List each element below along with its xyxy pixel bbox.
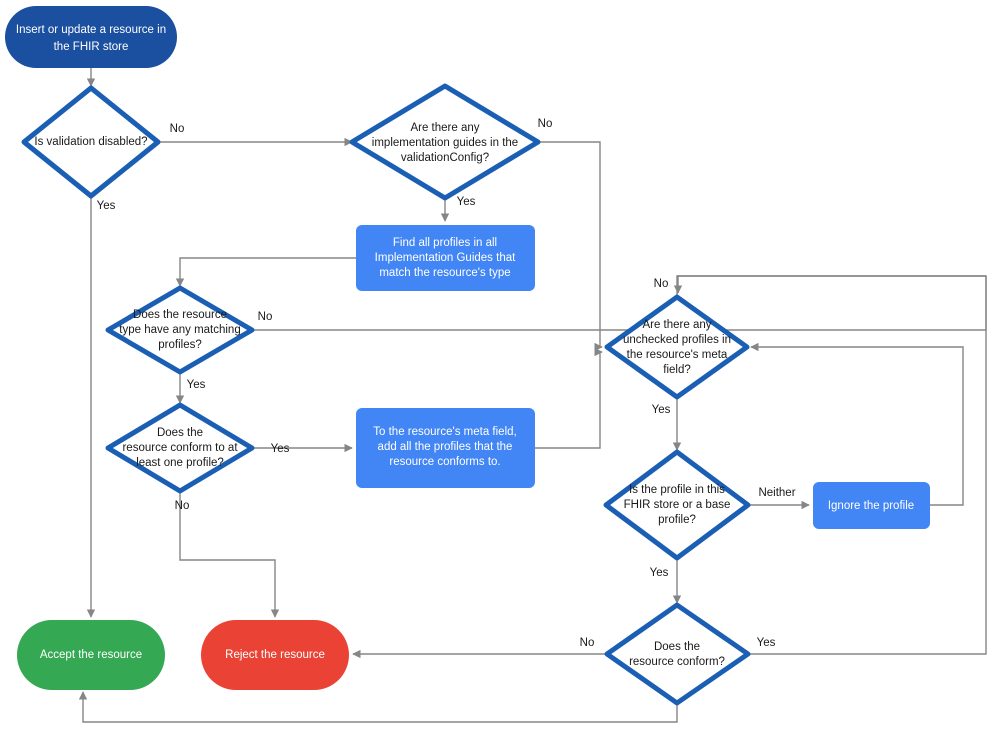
validation-disabled-label: Is validation disabled? xyxy=(34,136,147,148)
node-accept[interactable]: Accept the resource xyxy=(17,620,165,690)
conform-one-profile-diamond xyxy=(105,402,255,494)
reject-node-label: Reject the resource xyxy=(225,649,325,661)
node-profile-in-store[interactable]: Is the profile in this FHIR store or a b… xyxy=(603,449,751,561)
node-matching-profiles[interactable]: Does the resource type have any matching… xyxy=(105,285,255,375)
edge-label-conform-no: No xyxy=(580,637,595,649)
implementation-guides-diamond xyxy=(349,83,541,201)
edge-conform-one-no xyxy=(179,493,280,618)
matching-profiles-diamond xyxy=(105,285,255,375)
implementation-guides-line-1: Are there any xyxy=(410,122,479,134)
edge-add-meta-to-unchecked xyxy=(535,347,603,449)
unchecked-profiles-line-3: the resource's meta xyxy=(627,349,728,361)
node-start[interactable]: Insert or update a resource in the FHIR … xyxy=(5,6,177,68)
resource-conform-line-1: Does the xyxy=(654,641,700,653)
start-node-line-2: the FHIR store xyxy=(54,41,129,53)
edge-label-profile-yes: Yes xyxy=(650,567,669,579)
profile-in-store-diamond xyxy=(603,449,751,561)
edge-label-matching-yes: Yes xyxy=(187,379,206,391)
ignore-profile-label: Ignore the profile xyxy=(828,500,914,512)
node-unchecked-profiles[interactable]: Are there any unchecked profiles in the … xyxy=(604,294,750,400)
add-profiles-meta-line-2: add all the profiles that the xyxy=(378,441,513,453)
unchecked-profiles-line-2: unchecked profiles in xyxy=(623,334,731,346)
node-implementation-guides[interactable]: Are there any implementation guides in t… xyxy=(349,83,541,201)
edge-label-guides-yes: Yes xyxy=(457,196,476,208)
find-profiles-shape xyxy=(356,225,535,291)
edge-label-unchecked-yes: Yes xyxy=(652,404,671,416)
edge-label-validation-no: No xyxy=(170,123,185,135)
edge-label-layer: No Yes No Yes No Yes Yes No No Yes Neith… xyxy=(97,118,796,649)
edge-find-to-matching xyxy=(175,257,356,287)
add-profiles-meta-shape xyxy=(356,408,535,488)
add-profiles-meta-line-3: resource conforms to. xyxy=(389,456,500,468)
profile-in-store-line-2: FHIR store or a base xyxy=(624,499,731,511)
node-validation-disabled[interactable]: Is validation disabled? xyxy=(21,85,161,199)
edge-label-guides-no: No xyxy=(538,118,553,130)
profile-in-store-line-1: Is the profile in this xyxy=(629,484,725,496)
conform-one-profile-line-2: resource conform to at xyxy=(122,442,238,454)
edge-ignore-loop xyxy=(750,342,964,506)
edge-label-unchecked-no: No xyxy=(654,278,669,290)
validation-disabled-diamond xyxy=(21,85,161,199)
ignore-profile-shape xyxy=(813,482,930,529)
node-reject[interactable]: Reject the resource xyxy=(201,620,349,690)
edge-unchecked-no xyxy=(676,275,986,297)
conform-one-profile-line-3: least one profile? xyxy=(136,457,224,469)
edge-conform-bottom-loop xyxy=(78,691,678,723)
implementation-guides-line-3: validationConfig? xyxy=(401,152,489,164)
conform-one-profile-line-1: Does the xyxy=(157,427,203,439)
unchecked-profiles-line-4: field? xyxy=(663,364,691,376)
matching-profiles-line-1: Does the resource xyxy=(133,309,227,321)
node-resource-conform[interactable]: Does the resource conform? xyxy=(604,602,751,706)
find-profiles-line-3: match the resource's type xyxy=(379,267,510,279)
resource-conform-diamond xyxy=(604,602,751,706)
matching-profiles-line-3: profiles? xyxy=(158,339,201,351)
start-node-line-1: Insert or update a resource in xyxy=(16,24,166,36)
accept-node-label: Accept the resource xyxy=(40,649,142,661)
edge-layer xyxy=(78,68,987,723)
matching-profiles-line-2: type have any matching xyxy=(119,324,240,336)
start-node-shape xyxy=(5,6,177,68)
unchecked-profiles-diamond xyxy=(604,294,750,400)
edge-conform-yes xyxy=(748,276,987,655)
find-profiles-line-2: Implementation Guides that xyxy=(375,252,516,264)
resource-conform-line-2: resource conform? xyxy=(629,656,725,668)
profile-in-store-line-3: profile? xyxy=(658,514,696,526)
node-conform-one-profile[interactable]: Does the resource conform to at least on… xyxy=(105,402,255,494)
unchecked-profiles-line-1: Are there any xyxy=(642,319,711,331)
edge-label-matching-no: No xyxy=(258,311,273,323)
implementation-guides-line-2: implementation guides in the xyxy=(372,137,518,149)
node-add-profiles-meta[interactable]: To the resource's meta field, add all th… xyxy=(356,408,535,488)
edge-label-profile-neither: Neither xyxy=(758,487,795,499)
edge-label-conform-one-yes: Yes xyxy=(271,443,290,455)
find-profiles-line-1: Find all profiles in all xyxy=(393,237,497,249)
edge-label-conform-one-no: No xyxy=(175,500,190,512)
edge-label-validation-yes: Yes xyxy=(97,200,116,212)
edge-guides-no xyxy=(538,141,603,352)
reject-node-shape xyxy=(201,620,349,690)
edge-label-conform-yes: Yes xyxy=(757,637,776,649)
node-ignore-profile[interactable]: Ignore the profile xyxy=(813,482,930,529)
node-find-profiles[interactable]: Find all profiles in all Implementation … xyxy=(356,225,535,291)
accept-node-shape xyxy=(17,620,165,690)
add-profiles-meta-line-1: To the resource's meta field, xyxy=(373,426,516,438)
